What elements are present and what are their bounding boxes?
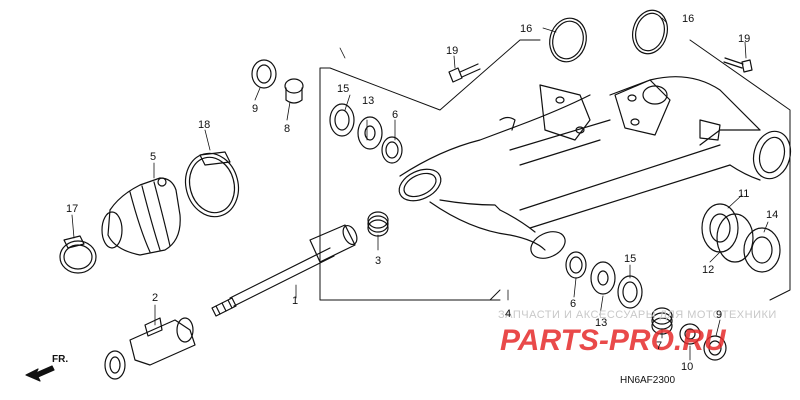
callout-1: 1 <box>292 295 298 307</box>
plug-8 <box>284 78 304 104</box>
drive-shaft-1 <box>211 224 358 317</box>
callout-13-upper: 13 <box>362 95 374 107</box>
front-direction-label: FR. <box>52 354 68 365</box>
watermark-line: ЗАПЧАСТИ И АКСЕССУАРЫ ДЛЯ МОТОТЕХНИКИ <box>498 309 777 321</box>
callout-8: 8 <box>284 123 290 135</box>
callout-7: 7 <box>656 340 662 352</box>
callout-11: 11 <box>738 188 749 200</box>
bearing-13-upper <box>357 116 383 150</box>
o-ring-16-right <box>632 9 668 55</box>
bearing-12 <box>716 213 754 263</box>
callout-17: 17 <box>66 203 78 215</box>
callout-2: 2 <box>152 292 158 304</box>
callout-14: 14 <box>766 209 778 221</box>
callout-16-right: 16 <box>682 13 694 25</box>
callout-10: 10 <box>681 361 693 373</box>
clamp-17 <box>59 235 97 274</box>
leader-lines <box>71 17 769 361</box>
callout-18: 18 <box>198 119 210 131</box>
callout-6-lower: 6 <box>570 298 576 310</box>
washer-10 <box>679 323 701 345</box>
bearing-15-lower <box>617 275 643 309</box>
seal-9-upper <box>251 59 277 89</box>
callout-15-upper: 15 <box>337 83 349 95</box>
swingarm-body <box>398 76 792 259</box>
diagram-code: HN6AF2300 <box>620 375 675 386</box>
front-arrow-icon <box>25 365 55 382</box>
bolt-19-left <box>448 63 481 83</box>
callout-15-lower: 15 <box>624 253 636 265</box>
bearing-13-lower <box>590 261 616 295</box>
spring-3 <box>367 211 389 237</box>
callout-5: 5 <box>150 151 156 163</box>
spring-7 <box>651 307 673 335</box>
bolt-19-right <box>723 57 753 73</box>
universal-joint-2 <box>104 317 196 380</box>
bearing-11 <box>701 203 739 253</box>
callout-19-right: 19 <box>738 33 750 45</box>
callout-19-left: 19 <box>446 45 458 57</box>
callout-9-lower: 9 <box>716 309 722 321</box>
callout-16-left: 16 <box>520 23 532 35</box>
watermark-brand: PARTS-PRO.RU <box>500 324 727 357</box>
seal-6-upper <box>381 136 403 164</box>
assembly-bracket <box>319 39 791 301</box>
callout-12: 12 <box>702 264 714 276</box>
callout-6-upper: 6 <box>392 109 398 121</box>
seal-14 <box>743 227 781 273</box>
callout-4: 4 <box>505 308 511 320</box>
callout-9-upper: 9 <box>252 103 258 115</box>
callout-3: 3 <box>375 255 381 267</box>
callout-13-lower: 13 <box>595 317 607 329</box>
boot-5 <box>101 177 181 256</box>
bearing-15-upper <box>329 103 355 137</box>
seal-6-lower <box>565 251 587 279</box>
seal-9-lower <box>703 335 727 361</box>
clamp-18 <box>184 151 240 218</box>
o-ring-16-left <box>549 17 587 63</box>
